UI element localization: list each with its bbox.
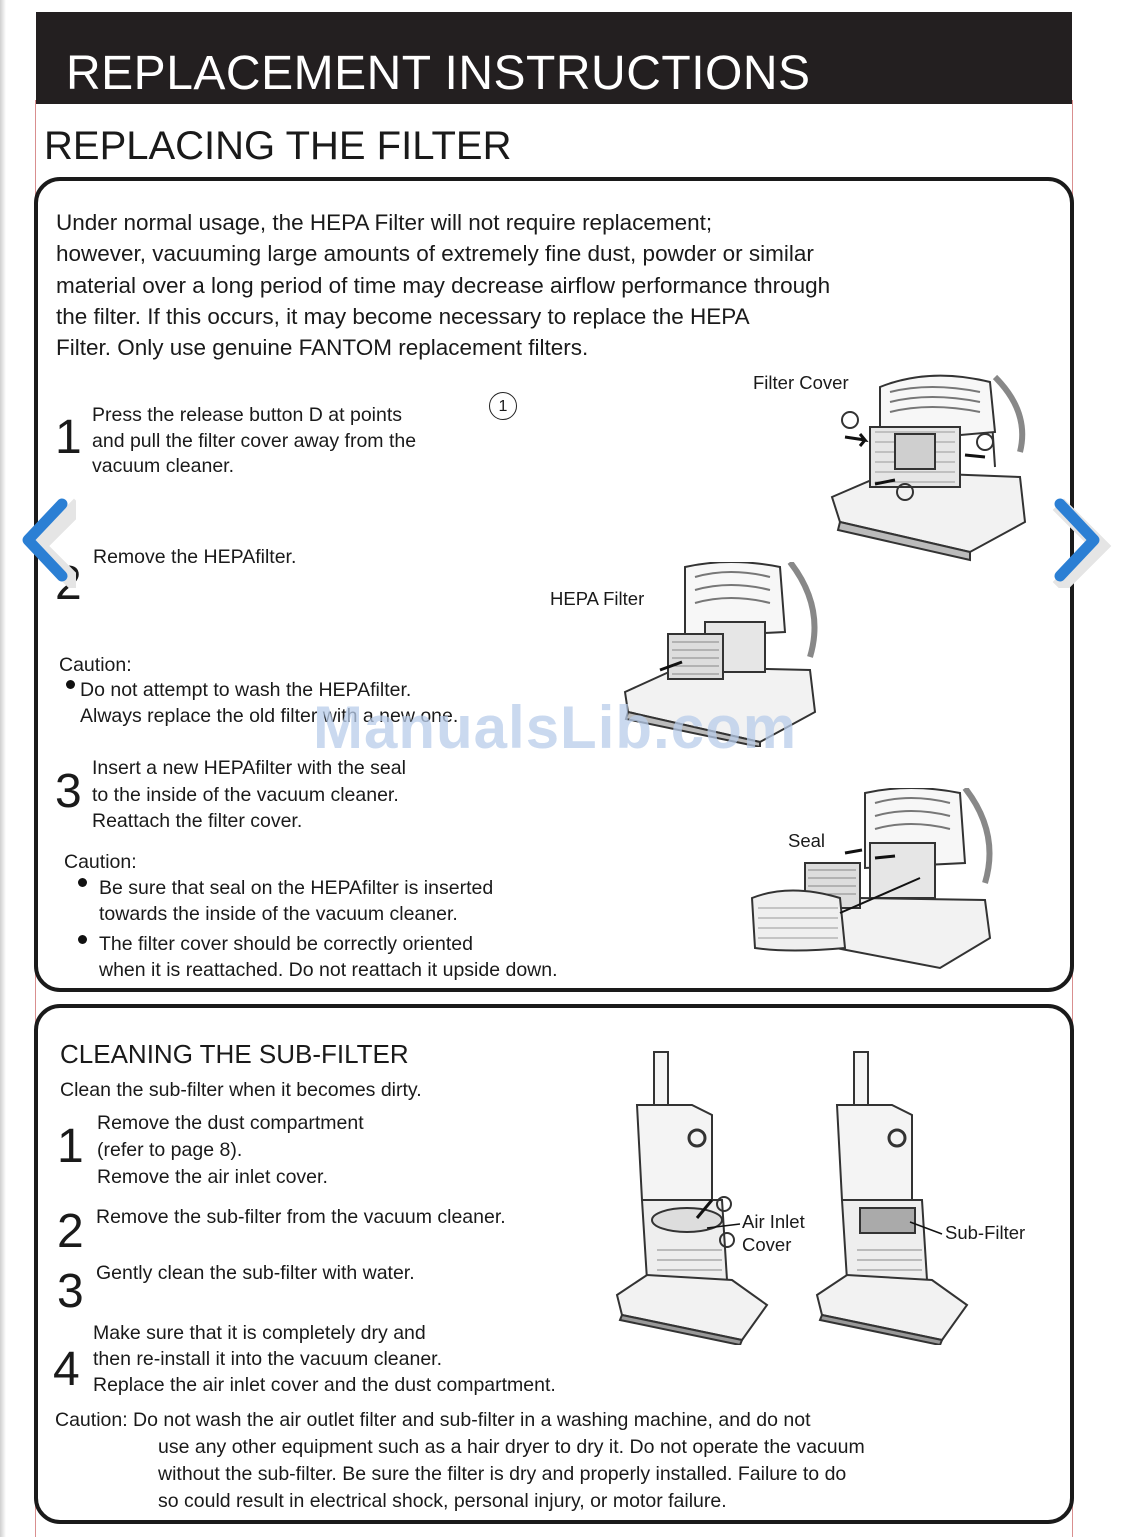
- cleaning-sub-filter-panel: [34, 1004, 1074, 1524]
- caution-line: without the sub-filter. Be sure the filt…: [158, 1463, 847, 1485]
- callout-circle: 1: [489, 392, 517, 420]
- intro-line: material over a long period of time may …: [56, 272, 831, 298]
- section-title-cleaning-sub-filter: CLEANING THE SUB-FILTER: [60, 1039, 409, 1069]
- intro-line: however, vacuuming large amounts of extr…: [56, 241, 814, 267]
- vacuum-air-inlet-illustration: [615, 1051, 769, 1345]
- step-line: Gently clean the sub-filter with water.: [96, 1262, 415, 1284]
- section-subtitle: Clean the sub-filter when it becomes dir…: [60, 1079, 422, 1101]
- vacuum-sub-filter-illustration: [815, 1051, 969, 1345]
- bullet: [78, 935, 87, 944]
- step-text: Remove the HEPAfilter.: [93, 545, 296, 571]
- caution-text: Do not attempt to wash the HEPAfilter. A…: [80, 678, 458, 729]
- step-number: 3: [57, 1265, 84, 1318]
- step-line: and pull the filter cover away from the: [92, 429, 417, 452]
- intro-paragraph: Under normal usage, the HEPA Filter will…: [56, 207, 830, 363]
- caution-text: The filter cover should be correctly ori…: [99, 932, 558, 983]
- step-line: Replace the air inlet cover and the dust…: [93, 1374, 556, 1396]
- label-line: Air Inlet: [742, 1211, 805, 1232]
- caution-line: when it is reattached. Do not reattach i…: [99, 958, 558, 981]
- figure-label-sub-filter: Sub-Filter: [945, 1222, 1026, 1243]
- step-number: 3: [55, 765, 82, 818]
- figure-label-air-inlet-cover: Air Inlet Cover: [742, 1210, 805, 1256]
- step-number: 1: [55, 411, 82, 464]
- step-number: 1: [57, 1120, 84, 1173]
- step-line: Remove the sub-filter from the vacuum cl…: [96, 1206, 506, 1228]
- figure-label-filter-cover: Filter Cover: [753, 372, 849, 393]
- vacuum-filter-cover-illustration: [830, 374, 1027, 562]
- caution-line: Always replace the old filter with a new…: [80, 704, 459, 727]
- vacuum-hepa-removal-illustration: [623, 562, 818, 747]
- step-text: Make sure that it is completely dry and …: [93, 1320, 556, 1398]
- step-line: Remove the air inlet cover.: [97, 1166, 328, 1188]
- chevron-right-icon[interactable]: [1050, 496, 1112, 588]
- caution-line: so could result in electrical shock, per…: [158, 1490, 727, 1512]
- bullet: [66, 680, 75, 689]
- page-title: REPLACEMENT INSTRUCTIONS: [66, 47, 811, 100]
- step-line: Remove the HEPAfilter.: [93, 546, 297, 568]
- step-number: 2: [57, 1205, 84, 1258]
- step-number: 4: [53, 1343, 80, 1396]
- bullet: [78, 878, 87, 887]
- watermark: ManualsLib.com: [313, 694, 798, 761]
- step-line: Remove the dust compartment: [97, 1112, 364, 1134]
- vacuum-hepa-insert-illustration: [750, 788, 993, 970]
- figure-label-hepa-filter: HEPA Filter: [550, 588, 645, 609]
- step-line: vacuum cleaner.: [92, 455, 234, 477]
- step-text: Insert a new HEPAfilter with the seal to…: [92, 755, 406, 835]
- caution-line: Caution: Do not wash the air outlet filt…: [55, 1409, 811, 1431]
- caution-line: use any other equipment such as a hair d…: [158, 1436, 865, 1458]
- step-line: (refer to page 8).: [97, 1139, 243, 1161]
- step-text: Gently clean the sub-filter with water.: [96, 1261, 415, 1287]
- section-title-replacing-filter: REPLACING THE FILTER: [44, 124, 512, 168]
- step-line: Reattach the filter cover.: [92, 810, 303, 832]
- caution-text: Be sure that seal on the HEPAfilter is i…: [99, 876, 493, 927]
- step-text: Remove the sub-filter from the vacuum cl…: [96, 1205, 506, 1231]
- page-gutter-shadow: [0, 0, 6, 1537]
- chevron-left-icon[interactable]: [14, 496, 76, 588]
- caution-label: Caution:: [64, 851, 137, 873]
- caution-line: The filter cover should be correctly ori…: [99, 933, 473, 955]
- intro-line: Under normal usage, the HEPA Filter will…: [56, 210, 713, 235]
- step-text: Press the release button D at points and…: [92, 403, 416, 480]
- intro-line: Filter. Only use genuine FANTOM replacem…: [56, 335, 589, 361]
- caution-line: Be sure that seal on the HEPAfilter is i…: [99, 877, 494, 899]
- caution-line: towards the inside of the vacuum cleaner…: [99, 902, 458, 925]
- step-line: to the inside of the vacuum cleaner.: [92, 783, 399, 806]
- caution-text: Caution: Do not wash the air outlet filt…: [55, 1407, 865, 1515]
- intro-line: the filter. If this occurs, it may becom…: [56, 303, 750, 329]
- step-line: Press the release button D at points: [92, 404, 403, 426]
- step-line: Insert a new HEPAfilter with the seal: [92, 757, 406, 779]
- step-line: then re-install it into the vacuum clean…: [93, 1348, 443, 1370]
- step-line: Make sure that it is completely dry and: [93, 1322, 426, 1344]
- label-line: Cover: [742, 1234, 792, 1255]
- caution-label: Caution:: [59, 654, 132, 676]
- header-bar: REPLACEMENT INSTRUCTIONS: [36, 12, 1072, 104]
- step-text: Remove the dust compartment (refer to pa…: [97, 1110, 364, 1191]
- caution-line: Do not attempt to wash the HEPAfilter.: [80, 679, 412, 701]
- figure-label-seal: Seal: [788, 830, 826, 851]
